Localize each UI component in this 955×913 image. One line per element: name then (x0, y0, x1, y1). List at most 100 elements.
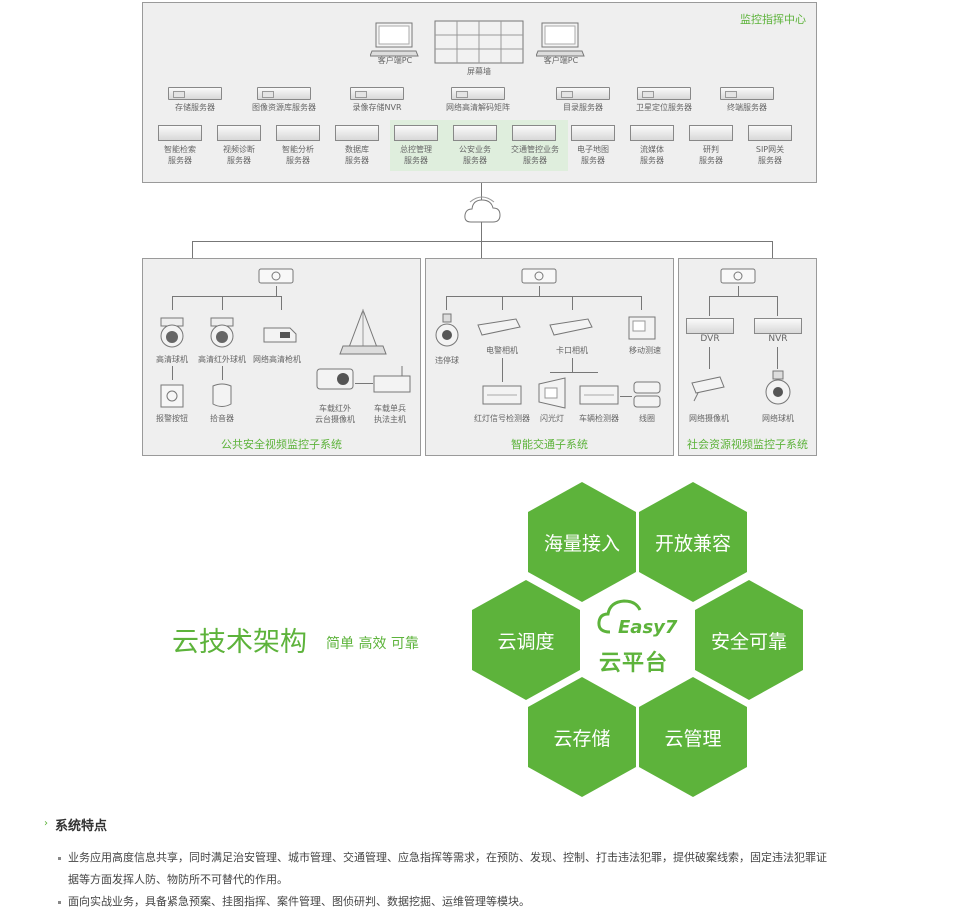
traffic-title: 智能交通子系统 (511, 438, 588, 451)
feature-1-line-2: 据等方面发挥人防、物防所不可替代的作用。 (68, 873, 288, 886)
features-arrow-icon: › (44, 818, 48, 829)
hex-label-5: 云管理 (664, 727, 722, 750)
tr-line-j (620, 396, 632, 397)
tr-line-e (572, 296, 573, 310)
row2-label-0a: 智能检索 (164, 145, 196, 154)
hd-bullet-camera-icon (263, 327, 297, 343)
hex-cloud-storage: 云存储 (528, 677, 636, 797)
vehicle-detector-icon (579, 385, 619, 405)
server-icon-2 (276, 125, 320, 141)
feature-1-line-1: 业务应用高度信息共享，同时满足治安管理、城市管理、交通管理、应急指挥等需求，在预… (68, 851, 827, 864)
screen-wall-label: 屏幕墙 (467, 67, 491, 76)
feature-2-line-1: 面向实战业务，具备紧急预案、挂图指挥、案件管理、图侦研判、数据挖掘、运维管理等模… (68, 895, 530, 908)
client-pc-left-label: 客户端PC (377, 56, 413, 65)
vehicle-detector-label: 车辆检测器 (579, 414, 619, 423)
row2-label-3a: 数据库 (345, 145, 369, 154)
hex-safe-reliable: 安全可靠 (695, 580, 803, 700)
vehicle-ir-camera-icon (316, 368, 354, 390)
social-switch-icon (720, 268, 756, 284)
signal-tower-icon (339, 308, 387, 355)
row2-label-6a: 交通管控业务 (511, 145, 559, 154)
flash-label: 闪光灯 (540, 414, 564, 423)
row2-label-8b: 服务器 (640, 156, 664, 165)
tr-line-f (641, 296, 642, 310)
vehicle-ir-label-1: 车载红外 (319, 404, 351, 413)
row1-label-3: 网络高清解码矩阵 (446, 103, 510, 112)
dvr-icon (686, 318, 734, 334)
cloud-subheading: 简单 高效 可靠 (326, 636, 419, 652)
connector-middle (481, 241, 482, 258)
row2-label-4b: 服务器 (404, 156, 428, 165)
monitoring-center-title: 监控指挥中心 (740, 13, 806, 26)
net-camera-label: 网络摄像机 (689, 414, 729, 423)
server-icon-9 (689, 125, 733, 141)
server-icon-1 (217, 125, 261, 141)
server-icon-6 (512, 125, 556, 141)
hd-bullet-label: 网络高清枪机 (253, 355, 301, 364)
coil-label: 线圈 (639, 414, 655, 423)
row2-label-8a: 流媒体 (640, 145, 664, 154)
row1-label-0: 存储服务器 (175, 103, 215, 112)
tr-line-b (446, 296, 641, 297)
hd-dome-camera-icon (160, 317, 184, 348)
row2-label-3b: 服务器 (345, 156, 369, 165)
hex-open-compatible: 开放兼容 (639, 482, 747, 602)
row1-label-6: 终端服务器 (727, 103, 767, 112)
ps-line-g (222, 366, 223, 380)
cloud-network-icon (464, 196, 501, 223)
checkpoint-camera-icon (549, 318, 593, 336)
tr-line-c (446, 296, 447, 310)
ir-dome-label: 高清红外球机 (198, 355, 246, 364)
hd-dome-label: 高清球机 (156, 355, 188, 364)
vehicle-ir-label-2: 云台摄像机 (315, 415, 355, 424)
hex-cloud-scheduling: 云调度 (472, 580, 580, 700)
mobile-speed-icon (628, 316, 656, 340)
row1-label-4: 目录服务器 (563, 103, 603, 112)
row2-label-0b: 服务器 (168, 156, 192, 165)
coil-icon (633, 381, 661, 408)
ps-line-h (355, 383, 373, 384)
tr-line-i (550, 372, 598, 373)
dvr-label: DVR (700, 334, 720, 344)
traffic-panel: 智能交通子系统 (425, 258, 674, 456)
vehicle-host-label-1: 车载单兵 (374, 404, 406, 413)
server-icon-0 (158, 125, 202, 141)
cloud-platform-text: 云平台 (599, 651, 669, 676)
hex-massive-access: 海量接入 (528, 482, 636, 602)
row2-label-10a: SIP网关 (755, 145, 785, 154)
so-line-e (709, 347, 710, 369)
bullet-1 (58, 857, 61, 860)
server-icon-7 (571, 125, 615, 141)
so-line-f (777, 347, 778, 369)
server-icon-5 (453, 125, 497, 141)
police-camera-icon (477, 318, 521, 336)
server-icon-10 (748, 125, 792, 141)
ir-dome-camera-icon (210, 317, 234, 348)
row1-label-1: 图像资源库服务器 (252, 103, 316, 112)
row2-label-1a: 视频诊断 (223, 145, 255, 154)
checkpoint-camera-label: 卡口相机 (556, 346, 588, 355)
nvr-storage-icon (350, 87, 404, 100)
vehicle-host-label-2: 执法主机 (374, 415, 406, 424)
easy7-logo-text: Easy7 (618, 617, 678, 638)
hex-label-3: 安全可靠 (710, 630, 787, 653)
hex-label-0: 海量接入 (543, 532, 620, 555)
row2-label-10b: 服务器 (758, 156, 782, 165)
ps-line-b (172, 296, 282, 297)
mobile-speed-label: 移动测速 (629, 346, 661, 355)
terminal-server-icon (720, 87, 774, 100)
hex-label-4: 云存储 (553, 727, 611, 750)
row2-label-7b: 服务器 (581, 156, 605, 165)
red-light-label: 红灯信号检测器 (474, 414, 530, 423)
switch-icon (258, 268, 294, 284)
traffic-switch-icon (521, 268, 557, 284)
client-pc-left-icon (370, 22, 419, 57)
server-icon-8 (630, 125, 674, 141)
connector-left (192, 241, 193, 258)
pickup-icon (212, 383, 232, 407)
row2-label-2b: 服务器 (286, 156, 310, 165)
image-library-server-icon (257, 87, 311, 100)
tr-line-h (572, 358, 573, 372)
police-camera-label: 电警相机 (486, 346, 518, 355)
row2-label-1b: 服务器 (227, 156, 251, 165)
